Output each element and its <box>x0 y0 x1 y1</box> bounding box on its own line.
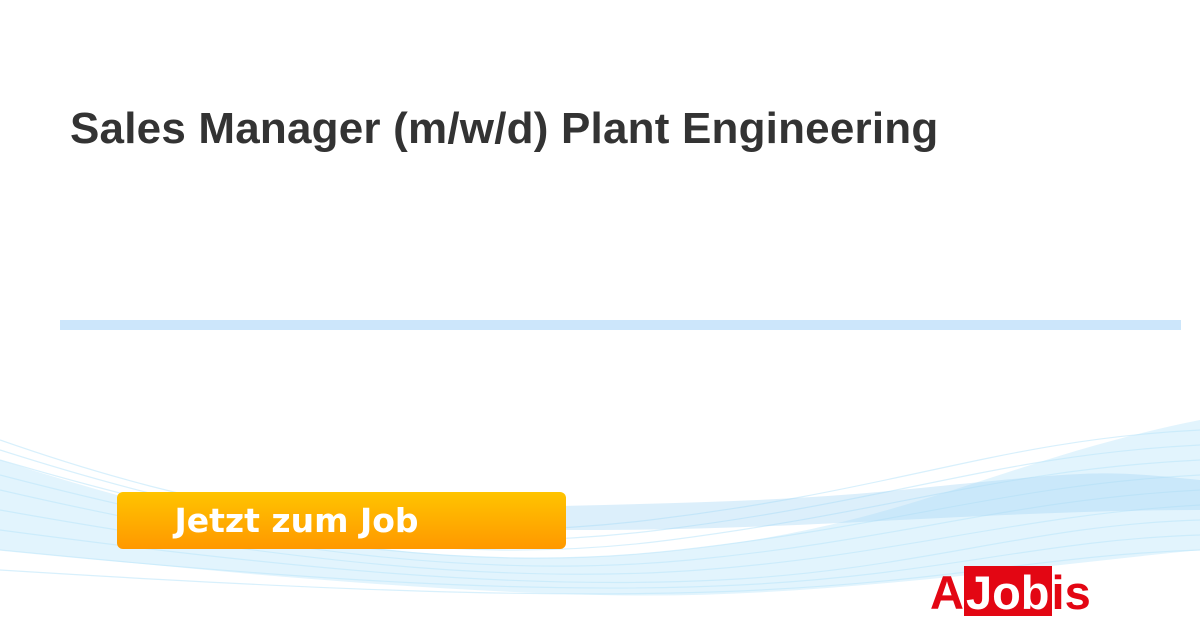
ajobis-logo[interactable]: A Job is <box>930 566 1091 616</box>
logo-suffix: is <box>1051 566 1091 619</box>
apply-button[interactable]: Jetzt zum Job <box>117 492 566 549</box>
logo-boxed: Job <box>963 566 1052 619</box>
divider <box>60 320 1181 330</box>
logo-prefix: A <box>930 566 964 619</box>
job-title: Sales Manager (m/w/d) Plant Engineering <box>70 104 939 153</box>
